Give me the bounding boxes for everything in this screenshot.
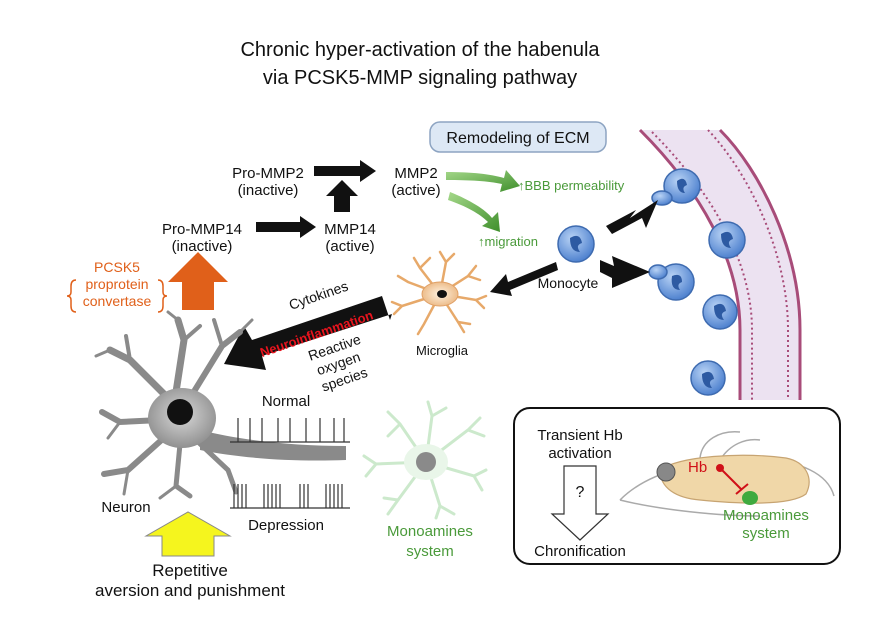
- pcsk5-line-1: PCSK5: [94, 259, 140, 275]
- microglia-cell: [390, 250, 488, 336]
- normal-label: Normal: [262, 393, 310, 410]
- monocyte-cell: [648, 263, 695, 301]
- stimulus-line-2: aversion and punishment: [95, 581, 285, 600]
- arrow-monocyte-to-microglia: [490, 262, 558, 296]
- pro-mmp14-state: (inactive): [172, 238, 233, 255]
- transient-line-2: activation: [548, 445, 611, 462]
- inset-monoamines-line-1: Monoamines: [723, 507, 809, 524]
- monoamines-cell-nucleus: [416, 452, 436, 472]
- pro-mmp2-name: Pro-MMP2: [232, 165, 304, 182]
- blood-vessel: [638, 128, 802, 400]
- neuron-label: Neuron: [101, 499, 150, 516]
- pro-mmp2-state: (inactive): [238, 182, 299, 199]
- mmp14-state: (active): [325, 238, 374, 255]
- mmp2-name: MMP2: [394, 165, 437, 182]
- monoamines-left-line-1: Monoamines: [387, 523, 473, 540]
- stimulus-line-1: Repetitive: [152, 561, 228, 580]
- question-mark: ?: [576, 484, 585, 501]
- arrow-pro-mmp14-to-mmp14: [256, 216, 316, 238]
- pro-mmp14-name: Pro-MMP14: [162, 221, 242, 238]
- monoamines-left-line-2: system: [406, 543, 454, 560]
- vessel-monocytes: [648, 168, 746, 396]
- arrow-vessel-to-monocyte: [606, 200, 658, 234]
- monocyte-cell: [702, 294, 738, 330]
- pcsk5-line-2: proprotein: [85, 276, 148, 292]
- monocyte-label: Monocyte: [538, 275, 599, 291]
- monocyte-cell-free: [557, 225, 595, 263]
- monocyte-cell: [708, 221, 746, 259]
- cytokines-label: Cytokines: [287, 278, 350, 313]
- mmp14-name: MMP14: [324, 221, 376, 238]
- pcsk5-line-3: convertase: [83, 293, 152, 309]
- arrow-mmp14-up: [326, 180, 358, 212]
- normal-spike-train: [230, 418, 350, 443]
- pcsk5-bracket-right: [157, 279, 168, 313]
- bbb-permeability-label: ↑BBB permeability: [518, 178, 625, 193]
- chronification-label: Chronification: [534, 543, 626, 560]
- hb-label: Hb: [688, 459, 707, 476]
- ecm-box: Remodeling of ECM: [429, 121, 607, 153]
- title-line-2: via PCSK5-MMP signaling pathway: [263, 67, 577, 89]
- neuron-cell: [94, 310, 346, 500]
- ecm-label: Remodeling of ECM: [446, 130, 589, 147]
- mmp2-state: (active): [391, 182, 440, 199]
- migration-label: ↑migration: [478, 234, 538, 249]
- inset-panel: Hb Monoamines system Transient Hb activa…: [513, 407, 841, 565]
- arrow-mmp2-to-migration: [448, 192, 500, 232]
- monoamines-dot: [742, 491, 758, 505]
- arrow-vessel-to-monocyte-2: [600, 256, 650, 288]
- inset-monoamines-line-2: system: [742, 525, 790, 542]
- rat-olfactory-bulb: [656, 462, 676, 482]
- arrow-mmp2-to-bbb: [446, 170, 520, 192]
- depression-spike-train: [230, 484, 350, 509]
- transient-line-1: Transient Hb: [537, 427, 622, 444]
- stimulus-arrow: [144, 511, 232, 557]
- title-line-1: Chronic hyper-activation of the habenula: [240, 39, 600, 61]
- hb-dot: [716, 464, 724, 472]
- microglia-label: Microglia: [416, 343, 469, 358]
- pcsk5-arrow: [168, 252, 228, 310]
- arrow-pro-mmp2-to-mmp2: [314, 160, 376, 182]
- depression-label: Depression: [248, 517, 324, 534]
- monocyte-cell: [690, 360, 726, 396]
- monocyte-cell: [651, 168, 701, 206]
- chronification-arrow: [550, 465, 610, 541]
- pcsk5-bracket-left: [66, 279, 77, 313]
- rat-brain: [659, 454, 810, 504]
